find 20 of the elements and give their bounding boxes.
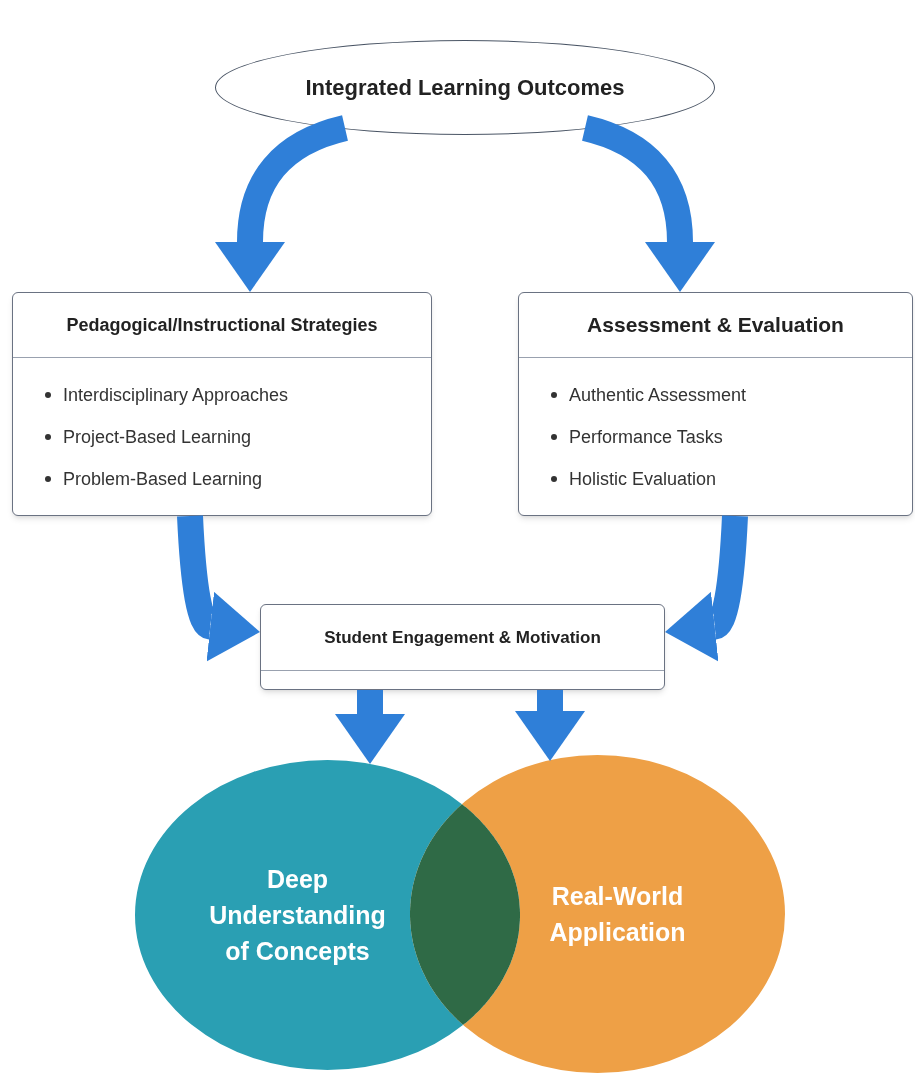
bullet-item: Problem-Based Learning: [63, 468, 263, 491]
strategy-box: [12, 292, 432, 516]
bullet-item: Holistic Evaluation: [569, 468, 717, 491]
overlap-region: [410, 804, 520, 1025]
arrow: [335, 690, 405, 764]
arrow: [668, 515, 748, 659]
title-text: Integrated Learning Outcomes: [305, 74, 625, 102]
bullet-item: Performance Tasks: [569, 426, 723, 449]
box-heading: Pedagogical/Instructional Strategies: [66, 313, 378, 337]
bullet-item: Authentic Assessment: [569, 384, 747, 407]
arrow: [177, 515, 257, 659]
circle-label: Real-World Application: [548, 881, 687, 948]
circle-label: Deep Understanding of Concepts: [208, 864, 387, 967]
strategy-box: [260, 604, 665, 690]
strategy-box: [518, 292, 913, 516]
box-heading: Student Engagement & Motivation: [324, 626, 601, 649]
arrow: [515, 690, 585, 761]
bullet-item: Project-Based Learning: [63, 426, 252, 449]
bullet-item: Interdisciplinary Approaches: [63, 384, 289, 407]
box-heading: Assessment & Evaluation: [587, 312, 844, 339]
